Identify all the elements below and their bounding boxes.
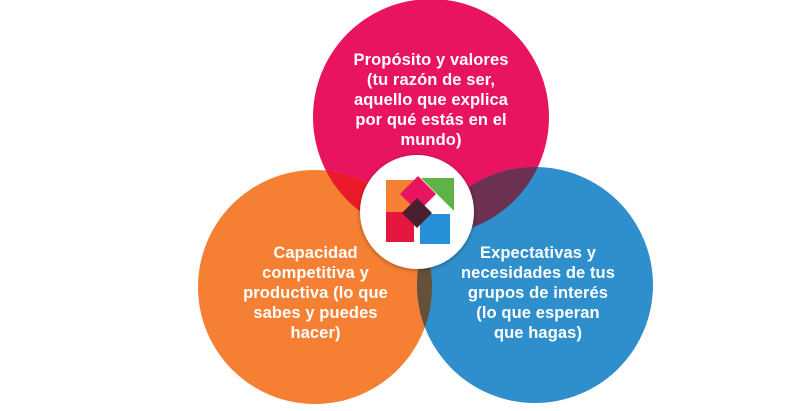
purpose-label-line: por qué estás en el [355, 111, 507, 129]
purpose-label-line: aquello que explica [353, 91, 509, 109]
logo-red-square [386, 212, 414, 242]
purpose-label-line: Propósito y valores [353, 51, 509, 69]
logo-green-square [421, 178, 454, 211]
logo-center-diamond [402, 198, 432, 228]
capacity-label-line: Capacidad [273, 244, 358, 262]
capacity-label-line: sabes y puedes [253, 304, 378, 322]
overlap-purpose-expectations [417, 167, 549, 235]
expectations-label-line: (lo que esperan [476, 304, 600, 322]
logo-pink-square [400, 176, 436, 212]
capacity-label-line: competitiva y [262, 264, 369, 282]
expectations-label-line: que hagas) [493, 324, 583, 342]
capacity-label-line: productiva (lo que [243, 284, 388, 302]
expectations-label: Expectativas y necesidades de tus grupos… [440, 243, 636, 343]
expectations-label-line: necesidades de tus [460, 264, 616, 282]
expectations-label-line: Expectativas y [479, 244, 597, 262]
logo-blue-square [420, 214, 450, 244]
capacity-label-line: hacer) [290, 324, 341, 342]
purpose-label: Propósito y valores (tu razón de ser, aq… [318, 50, 544, 150]
expectations-label-line: grupos de interés [467, 284, 609, 302]
capacity-label: Capacidad competitiva y productiva (lo q… [228, 243, 403, 343]
purpose-label-line: mundo) [400, 131, 462, 149]
purpose-label-line: (tu razón de ser, [366, 71, 496, 89]
x-squares-logo-icon [386, 176, 454, 244]
